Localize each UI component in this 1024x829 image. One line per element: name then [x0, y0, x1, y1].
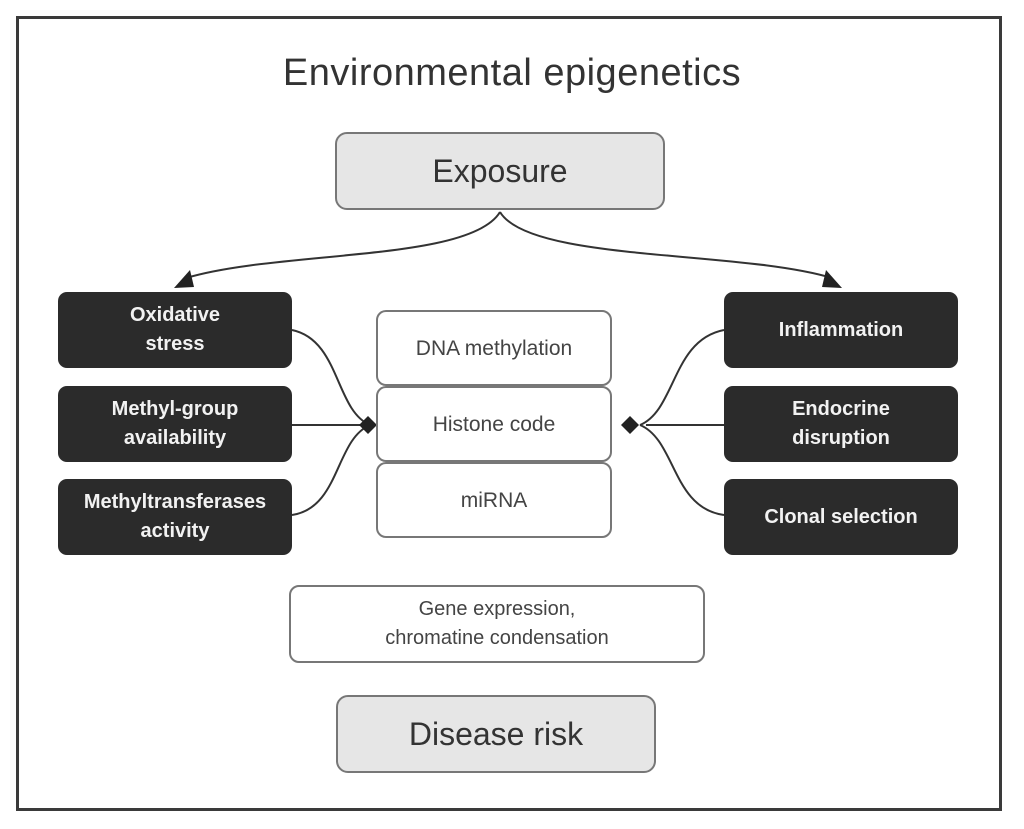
left-link-oxidative [291, 329, 371, 426]
factor-clonal-selection: Clonal selection [724, 479, 958, 555]
diagram-title: Environmental epigenetics [282, 52, 742, 94]
left-diamond-icon [359, 416, 377, 434]
right-diamond-icon [621, 416, 639, 434]
left-arrowhead-icon [174, 270, 194, 288]
factor-oxidative-stress: Oxidative stress [58, 292, 292, 368]
disease-risk-box: Disease risk [336, 695, 656, 773]
left-link-methyltransferase [291, 424, 371, 516]
outcome-gene-expression: Gene expression, chromatine condensation [289, 585, 705, 663]
factor-methyltransferases: Methyltransferases activity [58, 479, 292, 555]
exposure-right-arrow-line [499, 211, 833, 279]
mechanism-histone-code: Histone code [376, 386, 612, 462]
right-arrowhead-icon [822, 270, 842, 288]
right-link-inflammation [639, 329, 725, 426]
mechanism-mirna: miRNA [376, 462, 612, 538]
mechanism-dna-methylation: DNA methylation [376, 310, 612, 386]
factor-endocrine-disruption: Endocrine disruption [724, 386, 958, 462]
right-link-clonal [639, 424, 725, 516]
exposure-left-arrow-line [185, 211, 501, 279]
exposure-box: Exposure [335, 132, 665, 210]
factor-inflammation: Inflammation [724, 292, 958, 368]
factor-methyl-group: Methyl-group availability [58, 386, 292, 462]
